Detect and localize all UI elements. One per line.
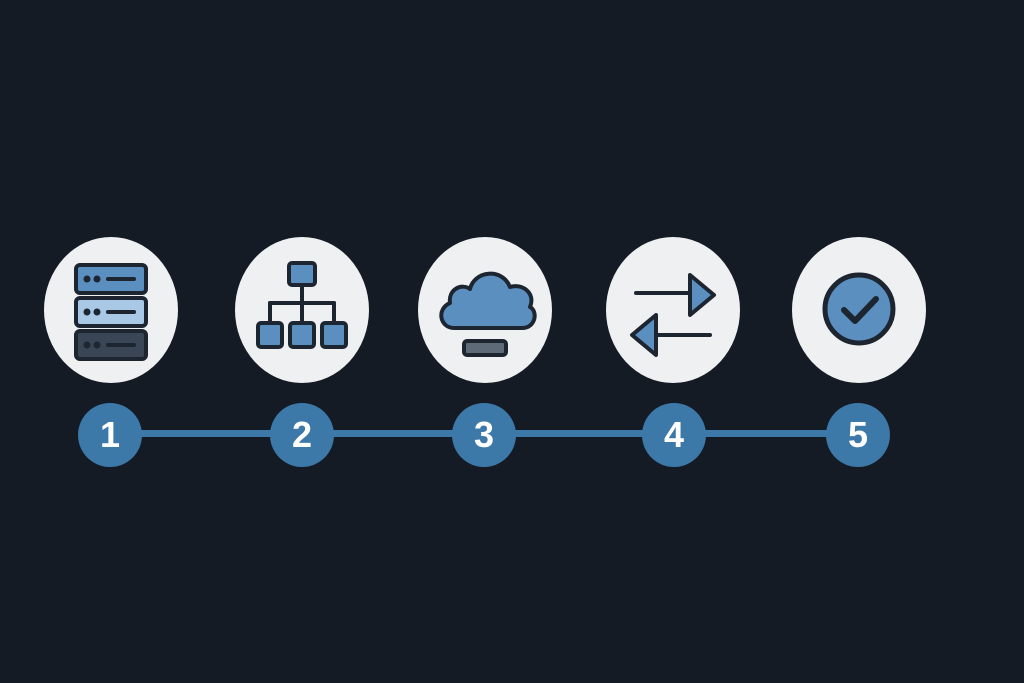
step-4-badge: 4 [642, 403, 706, 467]
step-4-icon-circle [606, 237, 740, 383]
check-circle-icon [822, 272, 896, 346]
connector-line-4-5 [704, 430, 830, 437]
step-5-icon-circle [792, 237, 926, 383]
connector-line-1-2 [140, 430, 274, 437]
step-5-badge: 5 [826, 403, 890, 467]
connector-line-3-4 [514, 430, 644, 437]
step-1-badge: 1 [78, 403, 142, 467]
hierarchy-network-icon [256, 261, 348, 349]
transfer-arrows-icon [630, 273, 716, 357]
step-1-icon-circle [44, 237, 178, 383]
connector-line-2-3 [332, 430, 456, 437]
step-2-badge: 2 [270, 403, 334, 467]
cloud-icon [439, 271, 537, 357]
step-3-icon-circle [418, 237, 552, 383]
step-2-icon-circle [235, 237, 369, 383]
server-rack-icon [74, 263, 148, 361]
step-3-badge: 3 [452, 403, 516, 467]
